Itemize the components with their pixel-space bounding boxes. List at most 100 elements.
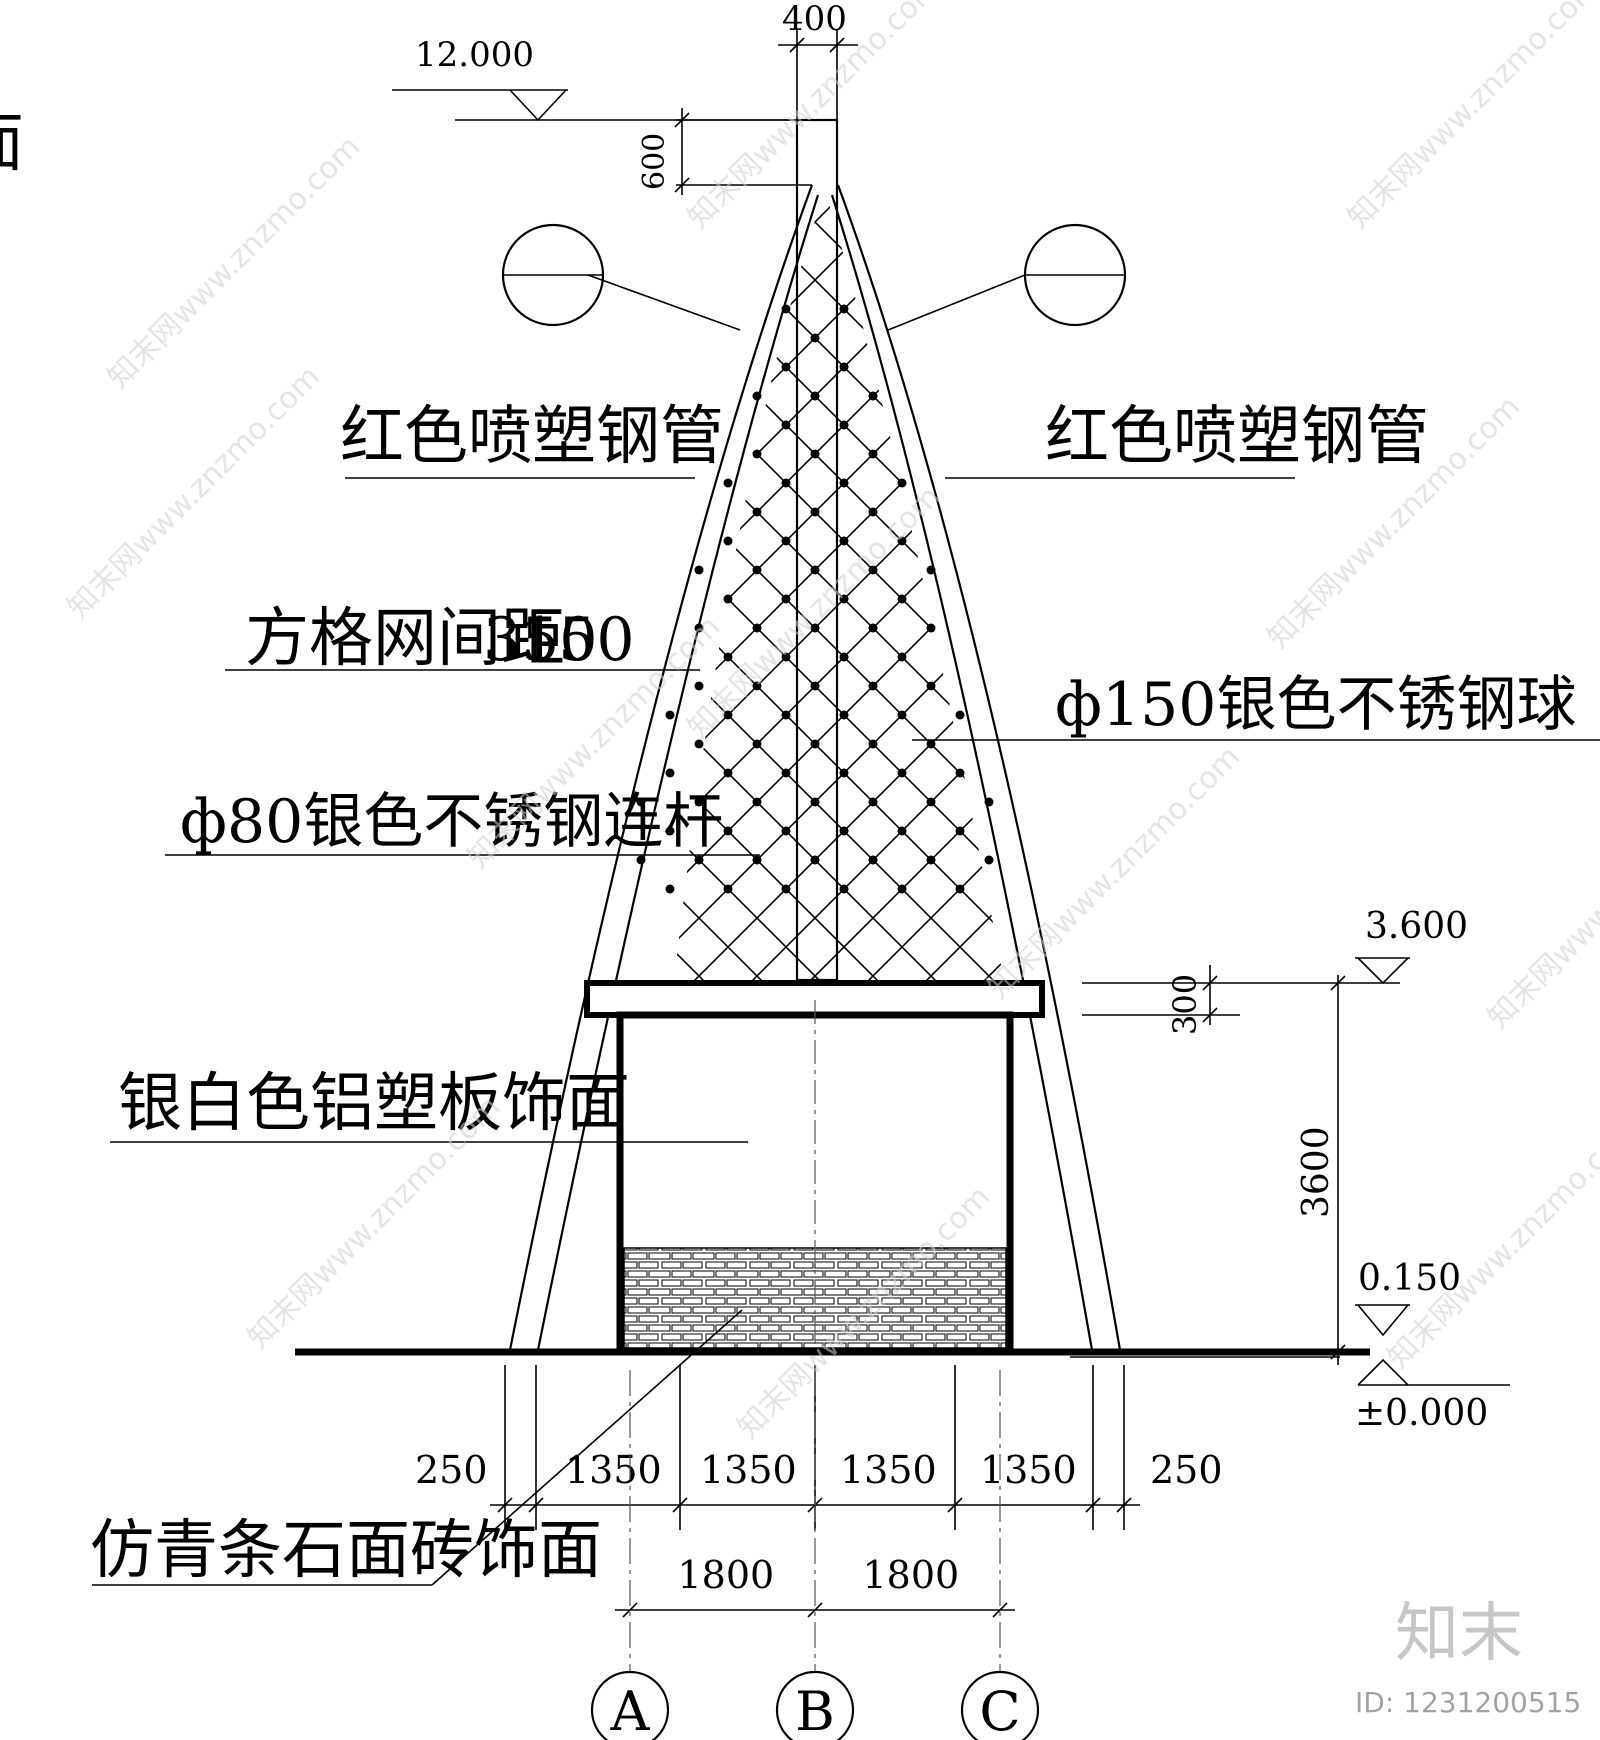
dim-value: 1350: [700, 1448, 797, 1492]
steel-ball-node: [955, 710, 965, 720]
watermark-text: 知末网www.znzmo.com: [681, 479, 947, 745]
steel-ball-node: [839, 362, 849, 372]
steel-ball-node: [781, 826, 791, 836]
steel-ball-node: [955, 768, 965, 778]
steel-ball-node: [868, 507, 878, 517]
steel-ball-node: [926, 681, 936, 691]
outer-pipe-left: [508, 184, 814, 1351]
steel-ball-node: [723, 884, 733, 894]
steel-ball-node: [839, 884, 849, 894]
steel-ball-node: [897, 652, 907, 662]
dim-value: 1350: [840, 1448, 937, 1492]
steel-ball-node: [810, 333, 820, 343]
steel-ball-node: [810, 391, 820, 401]
grid-line: [640, 190, 1070, 1001]
steel-ball-node: [781, 594, 791, 604]
steel-ball-node: [752, 797, 762, 807]
steel-ball-node: [752, 623, 762, 633]
watermark-text: 知末网www.znzmo.com: [61, 359, 327, 625]
label-pipe-right: 红色喷塑钢管: [1045, 400, 1429, 474]
steel-ball-node: [781, 710, 791, 720]
dim-value: 1800: [863, 1553, 960, 1597]
steel-ball-node: [955, 826, 965, 836]
grid-line: [906, 190, 1070, 1001]
grid-line: [1022, 190, 1070, 1001]
label-aluminium-panel: 银白色铝塑板饰面: [118, 1067, 630, 1141]
grid-line: [1139, 0, 1600, 1000]
dim-tick: [992, 1602, 1008, 1618]
steel-ball-node: [723, 652, 733, 662]
steel-ball-node: [723, 594, 733, 604]
steel-ball-node: [897, 710, 907, 720]
steel-ball-node: [868, 565, 878, 575]
steel-ball-node: [665, 884, 675, 894]
dim-300: 300: [1166, 974, 1204, 1035]
label-stone-tile: 仿青条石面砖饰面: [90, 1514, 602, 1588]
steel-ball-node: [694, 797, 704, 807]
steel-ball-node: [694, 681, 704, 691]
grid-line: [848, 190, 1070, 1001]
axis-label: A: [610, 1680, 651, 1740]
grid-line: [848, 190, 1070, 1001]
steel-ball-node: [839, 478, 849, 488]
steel-ball-node: [955, 884, 965, 894]
steel-ball-node: [868, 623, 878, 633]
steel-ball-node: [868, 681, 878, 691]
steel-ball-node: [781, 884, 791, 894]
steel-ball-node: [839, 594, 849, 604]
steel-ball-node: [781, 362, 791, 372]
elevation-0000: ±0.000: [1355, 1393, 1488, 1434]
steel-ball-node: [723, 768, 733, 778]
grid-line: [964, 190, 1070, 1001]
steel-ball-node: [781, 768, 791, 778]
dim-600: 600: [637, 133, 672, 190]
ball-nodes: [636, 304, 994, 894]
steel-ball-node: [636, 797, 646, 807]
grid-line: [1022, 190, 1070, 1001]
grid-line: [640, 190, 1070, 1001]
steel-ball-node: [810, 681, 820, 691]
watermark-text: 知末网www.znzmo.com: [1341, 0, 1600, 236]
steel-ball-node: [810, 855, 820, 865]
watermark-text: 知末网www.znzmo.com: [1481, 769, 1600, 1035]
steel-ball-node: [926, 739, 936, 749]
central-mast: [795, 118, 839, 982]
dim-tick: [622, 1602, 638, 1618]
steel-ball-node: [868, 855, 878, 865]
steel-ball-node: [839, 536, 849, 546]
steel-ball-node: [752, 565, 762, 575]
grid-line: [640, 190, 1070, 1001]
steel-ball-node: [984, 855, 994, 865]
steel-ball-node: [665, 768, 675, 778]
steel-ball-node: [810, 565, 820, 575]
dim-value: 1800: [678, 1553, 775, 1597]
grid-line: [640, 190, 1070, 1001]
id-watermark: ID: 1231200515: [1355, 1686, 1581, 1719]
top-elevation: 12.000: [415, 35, 534, 75]
steel-ball-node: [868, 449, 878, 459]
steel-ball-node: [926, 855, 936, 865]
grid-line: [906, 190, 1070, 1001]
steel-ball-node: [897, 884, 907, 894]
label-steel-rod: ф80银色不锈钢连杆: [180, 787, 723, 857]
grid-line: [640, 190, 1070, 1001]
dim-3600: 3600: [1296, 1126, 1337, 1218]
steel-ball-node: [839, 420, 849, 430]
steel-ball-node: [694, 565, 704, 575]
steel-ball-node: [926, 797, 936, 807]
steel-ball-node: [723, 710, 733, 720]
steel-ball-node: [665, 826, 675, 836]
axis-bubble: [960, 1670, 1040, 1740]
grid-line: [640, 190, 1070, 1001]
steel-ball-node: [839, 826, 849, 836]
axis-bubble: [590, 1670, 670, 1740]
steel-ball-node: [781, 536, 791, 546]
dim-400: 400: [782, 0, 847, 39]
axis-label: B: [795, 1680, 835, 1740]
steel-ball-node: [752, 449, 762, 459]
elevation-3600: 3.600: [1365, 906, 1468, 947]
label-pipe-left: 红色喷塑钢管: [340, 400, 724, 474]
steel-ball-node: [752, 507, 762, 517]
